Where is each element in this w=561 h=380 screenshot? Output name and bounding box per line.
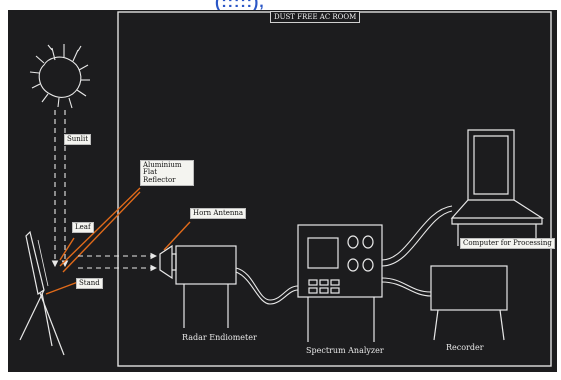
setup-diagram — [19, 11, 552, 367]
room-boundary — [117, 11, 552, 367]
cables — [235, 205, 453, 305]
label-leaf: Leaf — [72, 222, 94, 234]
label-stand: Stand — [76, 278, 103, 290]
pointer-lines — [45, 187, 191, 295]
label-sun: Sunlit — [64, 134, 92, 146]
label-computer: Computer for Processing — [460, 238, 555, 250]
caption-analyzer: Spectrum Analyzer — [306, 346, 384, 355]
page-top-fragment: (:::::), — [215, 0, 265, 11]
label-antenna: Horn Antenna — [190, 208, 247, 220]
diagram-panel: DUST FREE AC ROOM Sunlit Leaf Stand Alum… — [8, 10, 557, 372]
computer-icon — [450, 129, 545, 246]
caption-radar: Radar Endiometer — [182, 333, 257, 342]
sunlight-rays — [51, 110, 69, 268]
recorder-icon — [430, 265, 508, 341]
spectrum-analyzer-icon — [297, 224, 383, 342]
leaf-stand — [19, 230, 65, 356]
page-top-strip: (:::::), — [0, 0, 561, 11]
horn-antenna-icon — [159, 244, 177, 280]
signal-arrows — [78, 252, 158, 272]
sun-icon — [29, 44, 90, 109]
caption-recorder: Recorder — [446, 343, 484, 352]
label-reflector: Aluminium Flat Reflector — [140, 160, 194, 187]
room-title: DUST FREE AC ROOM — [270, 11, 361, 23]
radar-endiometer-icon — [175, 245, 237, 328]
